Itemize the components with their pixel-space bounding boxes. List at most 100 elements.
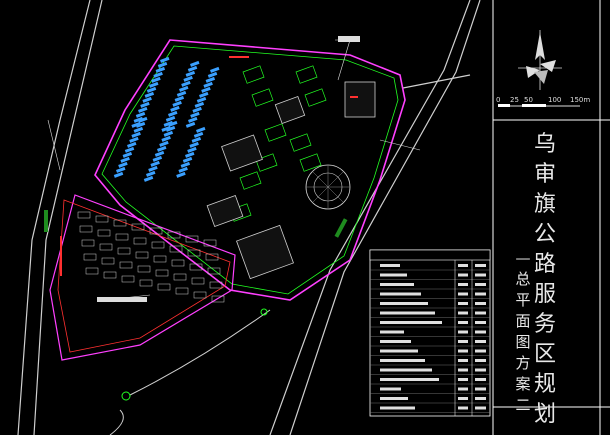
table-cell-text: [380, 264, 400, 267]
subtitle-char: 方: [515, 354, 531, 372]
title-char: 规: [533, 372, 556, 397]
parking-space: [187, 146, 197, 153]
table-cell-text: [380, 311, 435, 315]
scale-label: 50: [524, 96, 533, 104]
parking-bay: [193, 291, 207, 299]
table-cell-value: [458, 273, 468, 277]
parking-bay: [155, 269, 169, 277]
parking-bay: [131, 223, 145, 231]
table-cell-value: [475, 397, 486, 400]
parking-bay: [95, 215, 109, 223]
expressway: [269, 0, 481, 435]
parking-space: [179, 85, 189, 92]
building-block: [299, 153, 322, 172]
parking-space: [187, 65, 198, 72]
indicator-table: [369, 249, 491, 417]
parking-space: [183, 75, 193, 82]
parking-area: [77, 56, 225, 303]
parking-space: [170, 105, 180, 112]
table-cell-text: [380, 330, 404, 334]
table-cell-value: [458, 292, 468, 296]
drawing-subtitle: —总平面图方案二: [512, 248, 534, 416]
table-cell-value: [458, 283, 468, 286]
parking-bay: [77, 211, 91, 219]
table-cell-value: [475, 273, 486, 277]
table-cell-text: [380, 368, 432, 372]
parking-space: [138, 116, 148, 123]
parking-bay: [211, 295, 225, 303]
table-cell-text: [380, 292, 421, 296]
parking-space: [207, 71, 218, 78]
table-cell-value: [458, 321, 468, 324]
parking-space: [185, 121, 196, 128]
table-cell-text: [380, 283, 414, 286]
parking-bay: [191, 277, 205, 285]
title-char: 乌: [533, 132, 556, 157]
table-cell-value: [458, 406, 468, 410]
parking-space: [148, 165, 158, 172]
title-char: 服: [533, 282, 556, 307]
table-cell-text: [380, 359, 425, 362]
drawing-title: 乌审旗公路服务区规划: [525, 130, 565, 430]
subtitle-char: 二: [515, 396, 531, 414]
scale-label: 25: [510, 96, 519, 104]
table-cell-value: [458, 264, 468, 267]
parking-space: [182, 156, 193, 163]
parking-space: [159, 56, 170, 63]
south-area-boundary: [49, 194, 236, 361]
parking-space: [191, 136, 202, 143]
parking-space: [142, 96, 152, 103]
scale-label: 0: [496, 96, 501, 104]
scale-label: 100: [548, 96, 562, 104]
parking-space: [157, 145, 167, 152]
parking-space: [133, 116, 144, 123]
parking-space: [196, 96, 207, 103]
table-cell-value: [475, 321, 486, 324]
parking-bay: [205, 253, 219, 261]
parking-space: [205, 76, 216, 83]
parking-space: [176, 171, 186, 178]
table-cell-value: [475, 406, 486, 410]
parking-space: [155, 66, 166, 73]
parking-bay: [97, 229, 111, 237]
parking-space: [193, 131, 204, 138]
parking-bay: [149, 227, 163, 235]
parking-space: [168, 120, 178, 127]
parking-space: [137, 106, 148, 113]
subtitle-char: 总: [515, 270, 531, 288]
parking-space: [152, 155, 163, 162]
title-char: 路: [533, 252, 556, 277]
parking-bay: [101, 257, 115, 265]
table-cell-value: [458, 387, 468, 391]
parking-bay: [115, 233, 129, 241]
parking-space: [124, 146, 135, 153]
parking-bay: [121, 275, 135, 283]
parking-bay: [167, 231, 181, 239]
parking-space: [210, 66, 220, 73]
parking-space: [140, 101, 150, 108]
parking-space: [129, 136, 139, 143]
parking-space: [201, 86, 211, 93]
entrance-markers: [121, 308, 268, 401]
parking-space: [161, 135, 171, 142]
parking-bay: [81, 239, 95, 247]
parking-bay: [175, 287, 189, 295]
parking-space: [196, 126, 206, 133]
parking-bay: [83, 253, 97, 261]
parking-space: [180, 161, 191, 168]
parking-bay: [203, 239, 217, 247]
parking-bay: [103, 271, 117, 279]
table-cell-value: [458, 378, 468, 381]
parking-bay: [113, 219, 127, 227]
parking-bay: [171, 259, 185, 267]
table-cell-value: [458, 340, 468, 343]
building-block: [264, 123, 287, 142]
building-block: [242, 65, 265, 84]
parking-space: [154, 150, 165, 157]
parking-space: [122, 151, 133, 158]
parking-space: [199, 91, 209, 98]
table-cell-text: [380, 340, 411, 343]
parking-bay: [119, 261, 133, 269]
title-char: 审: [533, 162, 556, 187]
